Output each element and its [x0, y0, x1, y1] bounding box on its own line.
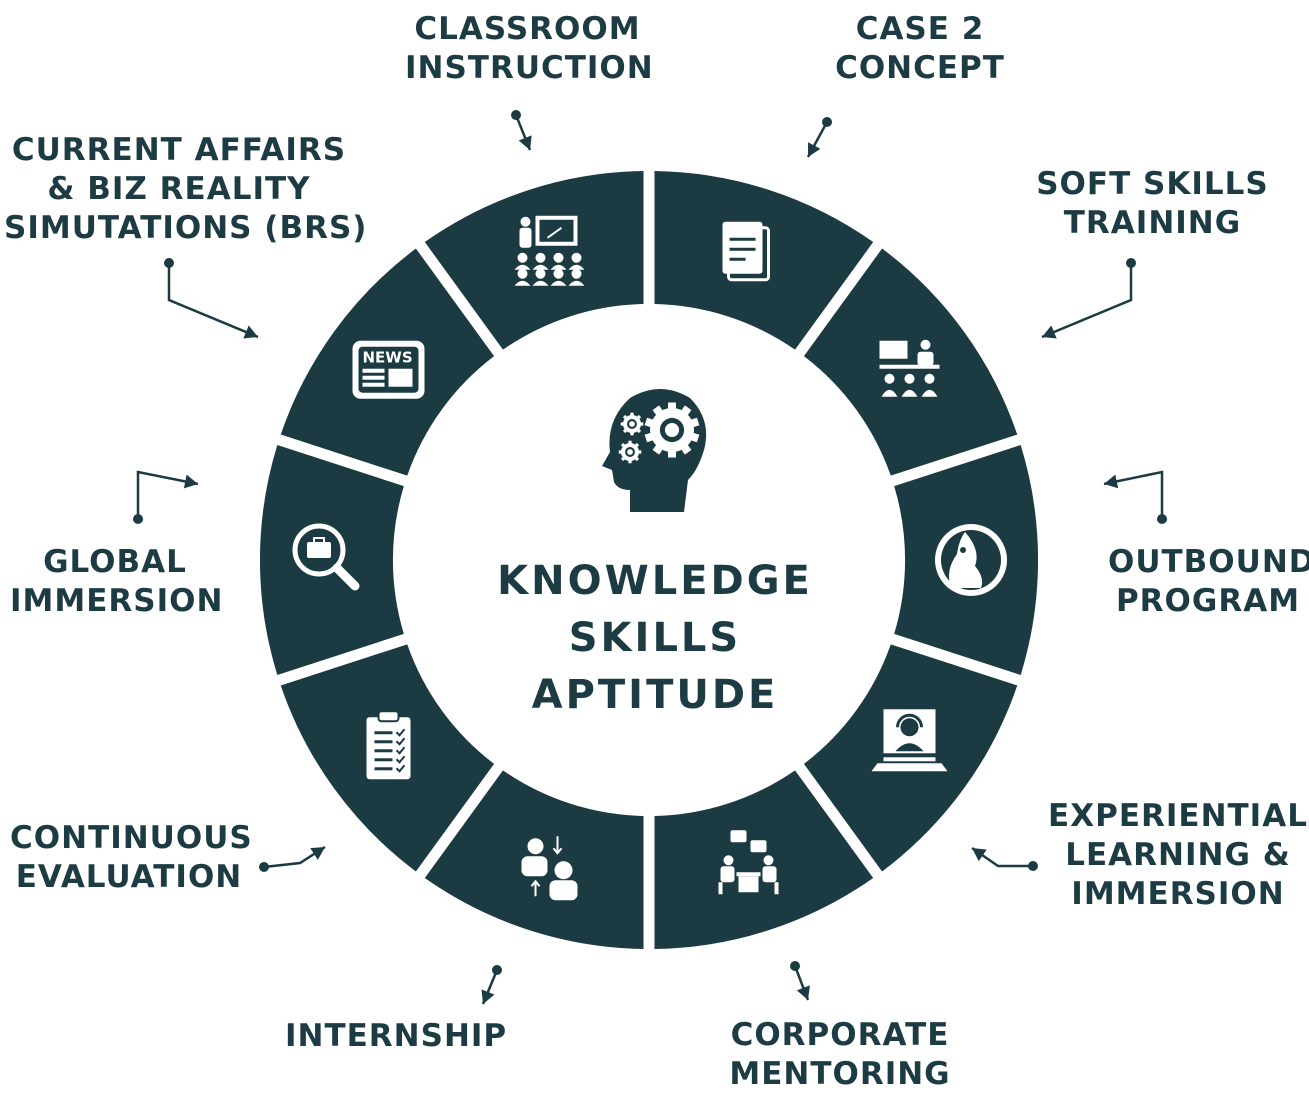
briefcase-search-icon: [292, 523, 360, 591]
connector-case2: [806, 117, 832, 158]
label-line: & BIZ REALITY: [47, 171, 311, 207]
connector-soft-skills: [1041, 258, 1136, 339]
classroom-teacher-icon: [514, 215, 585, 286]
meeting-table-icon: [718, 830, 779, 895]
label-global: GLOBAL IMMERSION: [10, 543, 224, 621]
connector-current-affairs: [164, 258, 259, 339]
center-text: KNOWLEDGE SKILLS APTITUDE: [455, 553, 855, 724]
climber-icon: [935, 524, 1007, 596]
label-line: IMMERSION: [10, 583, 224, 619]
presentation-audience-icon: [879, 339, 940, 397]
label-case2: CASE 2 CONCEPT: [800, 10, 1040, 88]
label-line: SOFT SKILLS: [1036, 166, 1269, 202]
segment-case2: [654, 171, 874, 350]
label-line: CASE 2: [855, 11, 985, 47]
label-outbound: OUTBOUND PROGRAM: [1108, 543, 1309, 621]
intern-swap-icon: [521, 836, 578, 901]
label-line: INTERNSHIP: [285, 1018, 508, 1054]
center-line-knowledge: KNOWLEDGE: [497, 558, 813, 604]
connector-classroom: [511, 110, 532, 151]
label-line: EVALUATION: [15, 859, 243, 895]
label-line: LEARNING &: [1065, 837, 1291, 873]
newspaper-icon: NEWS: [352, 340, 425, 399]
head-gears-icon: [602, 389, 707, 512]
connector-mentoring: [790, 961, 810, 1001]
label-internship: INTERNSHIP: [285, 1017, 508, 1056]
label-line: TRAINING: [1063, 205, 1242, 241]
connector-global: [133, 470, 199, 524]
center-line-skills: SKILLS: [568, 615, 742, 661]
connector-outbound: [1103, 470, 1167, 524]
center-line-aptitude: APTITUDE: [531, 672, 779, 718]
label-line: CORPORATE: [730, 1017, 950, 1053]
label-line: INSTRUCTION: [405, 50, 654, 86]
label-evaluation: CONTINUOUS EVALUATION: [10, 819, 253, 897]
label-mentoring: CORPORATE MENTORING: [720, 1016, 960, 1094]
segment-soft-skills: [803, 248, 1018, 476]
label-line: SIMUTATIONS (BRS): [4, 210, 368, 246]
label-line: CONCEPT: [835, 50, 1005, 86]
svg-text:NEWS: NEWS: [362, 349, 412, 367]
label-line: GLOBAL: [43, 544, 187, 580]
segment-global: [259, 445, 404, 675]
headset-laptop-icon: [871, 709, 948, 772]
label-line: PROGRAM: [1115, 583, 1301, 619]
label-line: CONTINUOUS: [10, 820, 253, 856]
label-line: CLASSROOM: [414, 11, 641, 47]
clipboard-checklist-icon: [366, 710, 411, 780]
label-line: CURRENT AFFAIRS: [11, 132, 347, 168]
label-current-affairs: CURRENT AFFAIRS & BIZ REALITY SIMUTATION…: [4, 131, 368, 248]
label-experiential: EXPERIENTIAL LEARNING & IMMERSION: [1048, 797, 1308, 914]
connector-experiential: [971, 846, 1038, 871]
document-icon: [722, 221, 771, 282]
label-classroom: CLASSROOM INSTRUCTION: [405, 10, 654, 88]
connector-internship: [481, 965, 502, 1005]
label-line: IMMERSION: [1071, 876, 1285, 912]
label-line: MENTORING: [729, 1056, 951, 1092]
segment-classroom: [424, 171, 644, 350]
label-line: EXPERIENTIAL: [1048, 798, 1308, 834]
connector-evaluation: [259, 845, 326, 872]
label-soft-skills: SOFT SKILLS TRAINING: [1020, 165, 1285, 243]
label-line: OUTBOUND: [1108, 544, 1309, 580]
